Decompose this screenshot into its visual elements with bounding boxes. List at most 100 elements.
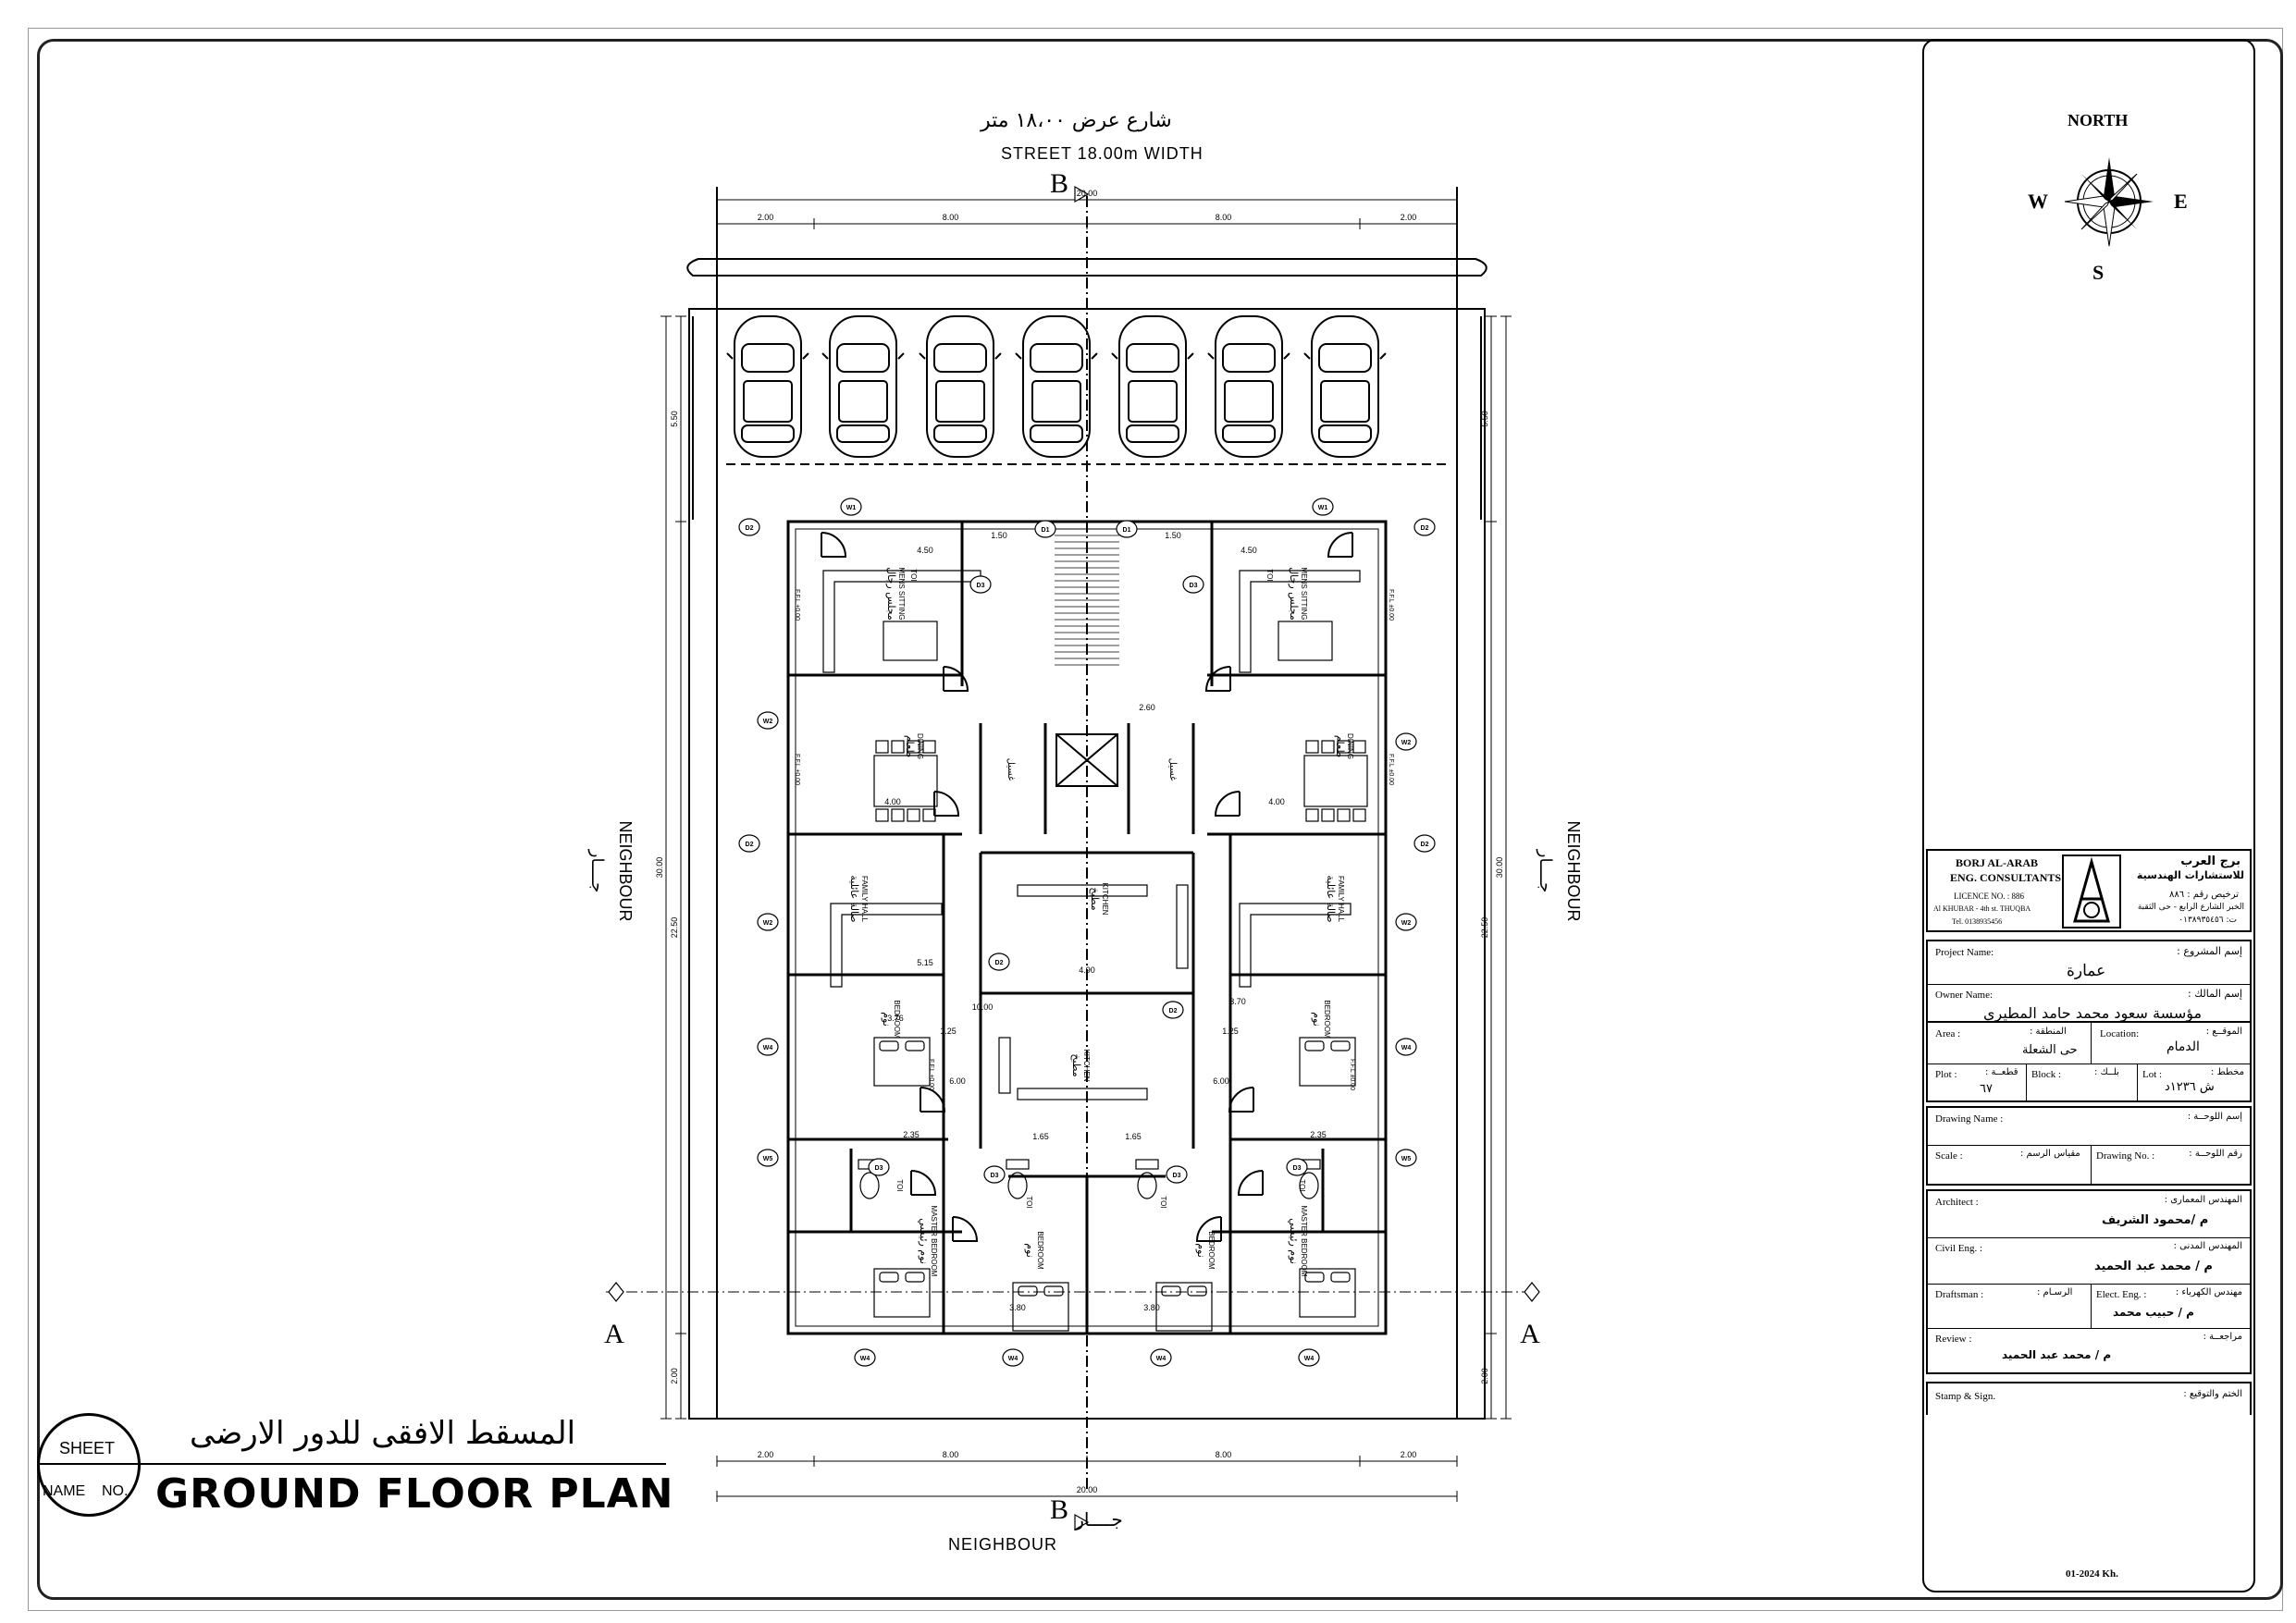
room-label-arabic: نوم (1024, 1243, 1036, 1258)
coffee-table (1278, 621, 1333, 661)
pillow (1304, 1040, 1325, 1051)
opening-tag (1002, 1348, 1024, 1367)
row-divider (1928, 1145, 2250, 1146)
car-roof (935, 380, 985, 423)
car-body (1215, 315, 1283, 458)
section-mark-a-right: A (1520, 1319, 1540, 1349)
opening-tag-label: W4 (1401, 1045, 1412, 1051)
interior-dimension: 3.80 (1009, 1303, 1026, 1312)
car-mirror (1207, 352, 1215, 360)
car-body (1118, 315, 1187, 458)
neighbour-left-label: NEIGHBOUR (616, 820, 635, 921)
area-value: حى الشعلة (2022, 1043, 2078, 1057)
kitchen-counter (1017, 1088, 1148, 1100)
stamp-label-en: Stamp & Sign. (1935, 1391, 1996, 1402)
door-swing (910, 1170, 937, 1196)
opening-tag (1413, 518, 1436, 536)
location-value: الدمام (2166, 1039, 2200, 1054)
col-divider (2137, 1064, 2138, 1102)
dimension-lines (660, 194, 1512, 1502)
col-divider (2091, 1145, 2092, 1186)
address-en: Al KHUBAR - 4th st. THUQBA (1933, 904, 2031, 913)
company-logo-icon (2062, 855, 2121, 928)
toilet-tank (1135, 1159, 1159, 1170)
car-mirror (1187, 352, 1194, 360)
dimension-label: 30.00 (655, 857, 664, 879)
furniture (822, 570, 1368, 1332)
room-label: BEDROOM (1323, 1000, 1331, 1039)
neighbour-bottom-label-arabic: جــــار (1074, 1508, 1123, 1531)
car-windshield (1318, 343, 1372, 373)
interior-dimension: 1.65 (1032, 1132, 1049, 1141)
company-name-ar-1: برج العرب (2180, 855, 2240, 868)
interior-dimension: 2.60 (1139, 703, 1155, 712)
interior-dimension: 1.25 (1222, 1027, 1239, 1036)
coffee-table (883, 621, 938, 661)
section-arrow-icon (1074, 1513, 1090, 1531)
tel-ar: ت: ٠١٣٨٩٣٥٤٥٦ (2179, 916, 2237, 925)
title-underline (37, 1463, 666, 1465)
opening-tag-label: D2 (746, 842, 754, 848)
pillow (905, 1272, 925, 1283)
room-label: MENS SITTING (1300, 568, 1308, 621)
compass-south-label: S (2092, 261, 2105, 284)
dining-chair (1352, 740, 1366, 754)
plot-label-en: Plot : (1935, 1069, 1957, 1080)
car-mirror (919, 352, 926, 360)
address-ar: الخبر الشارع الرابع - حى الثقبة (2137, 903, 2244, 912)
interior-dimension: 3.70 (1229, 997, 1246, 1006)
opening-tag (983, 1165, 1006, 1184)
interior-dimension: 10.00 (972, 1002, 994, 1012)
pillow (879, 1272, 899, 1283)
drawing-no-label-ar: رقم اللوحــة : (2189, 1149, 2242, 1159)
stamp-label-ar: الختم والتوقيع : (2183, 1389, 2242, 1399)
lot-label-ar: مخطط : (2210, 1067, 2244, 1077)
opening-tag-label: D2 (995, 960, 1004, 966)
dimension-label: 22.50 (1480, 917, 1489, 939)
room-label: BEDROOM (893, 1000, 901, 1039)
car-icon (1111, 315, 1194, 458)
opening-tag (1116, 520, 1138, 538)
car-windshield (836, 343, 890, 373)
door-swing (943, 666, 969, 692)
col-divider (2026, 1064, 2027, 1102)
opening-tag (1413, 834, 1436, 853)
car-rear-window (1126, 424, 1179, 443)
room-label-arabic: نوم (881, 1012, 893, 1027)
elevator-cross (1055, 733, 1118, 787)
interior-dimension: 4.00 (1268, 797, 1285, 806)
car-windshield (1126, 343, 1179, 373)
opening-tag-label: D3 (977, 583, 985, 589)
dining-chair (875, 740, 889, 754)
review-label-en: Review : (1935, 1334, 1972, 1345)
civil-label-ar: المهندس المدنى : (2173, 1241, 2242, 1251)
scale-label-en: Scale : (1935, 1150, 1963, 1162)
door-swing (920, 1087, 946, 1113)
opening-tag-label: W5 (763, 1156, 773, 1162)
car-roof (1320, 380, 1370, 423)
section-mark-a-left: A (604, 1319, 624, 1349)
toilet-fixture (1137, 1172, 1157, 1199)
dining-chair (1352, 808, 1366, 822)
car-rear-window (1222, 424, 1276, 443)
plan-title: GROUND FLOOR PLAN (155, 1470, 674, 1518)
level-label: F.F.L ±0.00 (1349, 1059, 1355, 1090)
dimension-label: 8.00 (943, 213, 959, 222)
dining-chair (1337, 740, 1351, 754)
sofa (1239, 570, 1361, 673)
bed (873, 1037, 931, 1087)
car-mirror (1303, 352, 1311, 360)
opening-tag-label: D3 (1293, 1165, 1302, 1172)
opening-tag (757, 1149, 779, 1167)
lot-value: ش ١٢٣٦د (2165, 1080, 2215, 1094)
area-label-ar: المنطقة : (2030, 1027, 2067, 1037)
dimension-label: 5.50 (670, 411, 679, 427)
street-label-english: STREET 18.00m WIDTH (1001, 144, 1204, 163)
dimension-label: 2.00 (758, 1450, 774, 1459)
dining-chair (1321, 808, 1335, 822)
opening-tag (738, 834, 760, 853)
opening-tag-label: D1 (1123, 527, 1131, 534)
pillow (1018, 1285, 1038, 1297)
room-label-arabic: مطبخ (1070, 1053, 1082, 1076)
